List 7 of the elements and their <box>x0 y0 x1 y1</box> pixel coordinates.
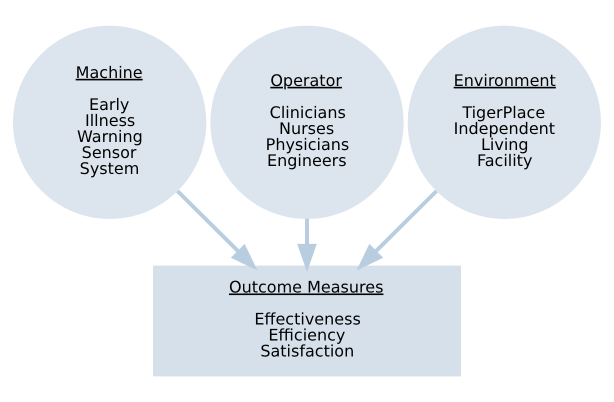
node-circle: Operator Clinicians Nurses Physicians Engineers <box>210 26 404 219</box>
arrow <box>297 218 317 272</box>
arrow <box>176 190 258 271</box>
arrow <box>356 190 438 271</box>
node-circle: Machine Early Illness Warning Sensor System <box>13 26 206 219</box>
node-circle: Environment TigerPlace Independent Living Facility <box>408 26 601 219</box>
node-box: Outcome Measures Effectiveness Efficiency Satisfaction <box>153 266 461 376</box>
